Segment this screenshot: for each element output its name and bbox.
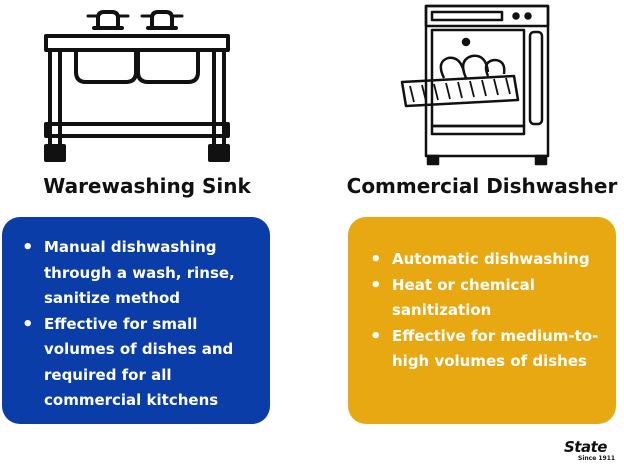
warewashing-sink-title: Warewashing Sink xyxy=(43,174,251,198)
commercial-dishwasher-card: Automatic dishwashing Heat or chemical s… xyxy=(348,217,616,424)
list-item: Manual dishwashing through a wash, rinse… xyxy=(22,235,260,312)
warewashing-sink-card: Manual dishwashing through a wash, rinse… xyxy=(2,217,270,424)
list-item: Effective for small volumes of dishes an… xyxy=(22,312,260,414)
commercial-dishwasher-bullets: Automatic dishwashing Heat or chemical s… xyxy=(370,247,608,375)
warewashing-sink-icon xyxy=(44,10,230,162)
commercial-dishwasher-icon xyxy=(400,4,550,166)
logo-word: State xyxy=(564,438,607,456)
state-logo: State Since 1911 xyxy=(558,438,616,466)
commercial-dishwasher-title: Commercial Dishwasher xyxy=(346,174,618,198)
list-item: Automatic dishwashing xyxy=(370,247,608,273)
list-item: Heat or chemical sanitization xyxy=(370,273,608,324)
warewashing-sink-bullets: Manual dishwashing through a wash, rinse… xyxy=(22,235,260,414)
logo-tagline: Since 1911 xyxy=(578,455,616,462)
list-item: Effective for medium-to-high volumes of … xyxy=(370,324,608,375)
